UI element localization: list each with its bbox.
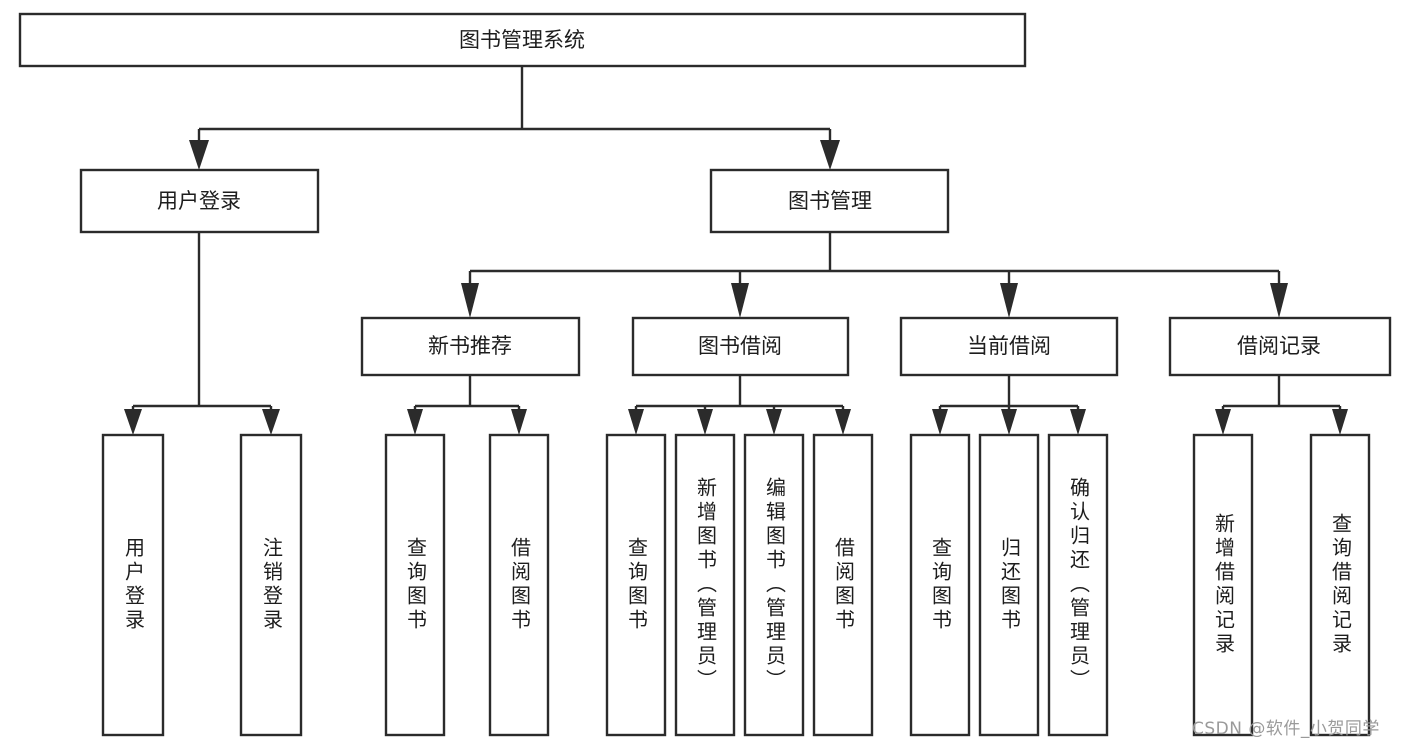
arrow-head-leaf-borrow-book-2 (835, 409, 851, 435)
arrow-head-user-login (189, 140, 209, 170)
arrow-head-leaf-confirm-return (1070, 409, 1086, 435)
node-borrow-record[interactable] (1168, 316, 1392, 377)
arrow-head-leaf-query-book-2 (628, 409, 644, 435)
node-current-borrow-label: 当前借阅 (967, 334, 1051, 358)
arrow-head-leaf-user-login (124, 409, 142, 435)
node-leaf-query-record[interactable] (1309, 433, 1371, 737)
node-leaf-user-login[interactable] (101, 433, 165, 737)
node-leaf-borrow-book-2[interactable] (812, 433, 874, 737)
arrow-head-leaf-user-logout (262, 409, 280, 435)
node-leaf-query-book-1[interactable] (384, 433, 446, 737)
node-user-login-label: 用户登录 (157, 189, 241, 213)
arrow-head-leaf-add-book (697, 409, 713, 435)
node-new-book-recommend-label: 新书推荐 (428, 334, 512, 358)
arrow-head-borrow-record (1270, 283, 1288, 318)
node-current-borrow[interactable] (899, 316, 1119, 377)
arrow-head-leaf-query-book-3 (932, 409, 948, 435)
node-book-management[interactable] (709, 168, 950, 234)
node-root-label: 图书管理系统 (459, 28, 585, 52)
node-borrow-record-label: 借阅记录 (1237, 334, 1321, 358)
arrow-head-leaf-borrow-book-1 (511, 409, 527, 435)
arrow-head-leaf-return-book (1001, 409, 1017, 435)
arrow-head-book-borrow (731, 283, 749, 318)
node-new-book-recommend[interactable] (360, 316, 581, 377)
node-book-borrow[interactable] (631, 316, 850, 377)
arrow-head-leaf-edit-book (766, 409, 782, 435)
node-user-login[interactable] (79, 168, 320, 234)
node-leaf-query-book-2[interactable] (605, 433, 667, 737)
node-book-management-label: 图书管理 (788, 189, 872, 213)
node-root[interactable] (18, 12, 1027, 68)
csdn-watermark: CSDN @软件_小贺同学 (1192, 719, 1380, 739)
node-leaf-edit-book[interactable] (743, 433, 805, 737)
node-leaf-query-book-3[interactable] (909, 433, 971, 737)
node-leaf-return-book[interactable] (978, 433, 1040, 737)
arrow-head-book-management (820, 140, 840, 170)
arrow-head-leaf-query-record (1332, 409, 1348, 435)
node-leaf-add-book[interactable] (674, 433, 736, 737)
node-leaf-confirm-return[interactable] (1047, 433, 1109, 737)
arrow-head-new-book-recommend (461, 283, 479, 318)
node-book-borrow-label: 图书借阅 (698, 334, 782, 358)
node-layer: 图书管理系统 用户登录 图书管理 新书推荐 图书借阅 当前借阅 借阅记录 (18, 12, 1392, 737)
arrow-head-leaf-query-book-1 (407, 409, 423, 435)
node-leaf-user-logout[interactable] (239, 433, 303, 737)
arrow-head-current-borrow (1000, 283, 1018, 318)
arrow-head-leaf-add-record (1215, 409, 1231, 435)
node-leaf-add-record[interactable] (1192, 433, 1254, 737)
connector-layer (124, 66, 1348, 435)
node-leaf-borrow-book-1[interactable] (488, 433, 550, 737)
